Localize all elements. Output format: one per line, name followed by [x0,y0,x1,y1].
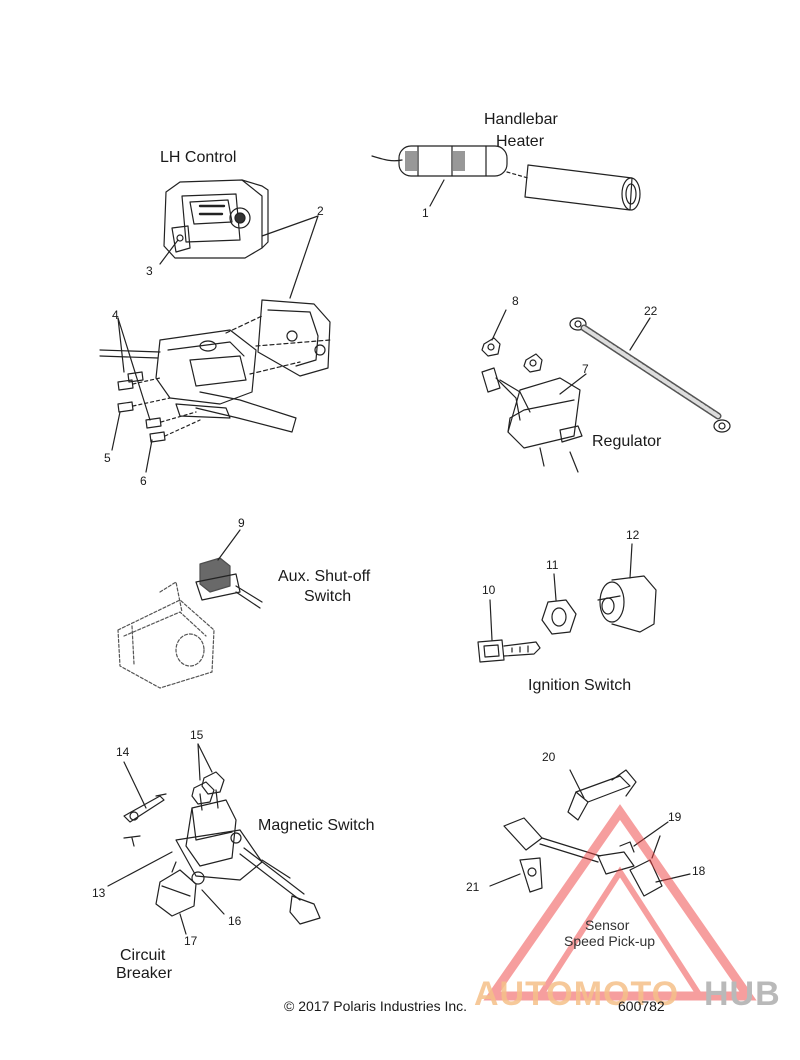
watermark-text-hub: HUB [704,975,781,1013]
lh-control-title: LH Control [160,149,237,166]
callout-11: 11 [546,558,559,572]
aux-shutoff-title-line1: Aux. Shut-off [278,568,371,585]
callout-3: 3 [146,264,153,278]
throttle-assembly [99,299,331,433]
callout-7: 7 [582,362,589,376]
diagram-id: 600782 [618,998,665,1014]
callout-13: 13 [92,886,106,900]
callout-12: 12 [626,528,640,542]
callout-14: 14 [116,745,130,759]
regulator-title: Regulator [592,433,662,450]
ignition-switch-title: Ignition Switch [528,677,632,694]
callout-2: 2 [317,204,324,218]
lh-control-housing [163,179,269,259]
aux-shutoff-title-line2: Switch [304,588,352,605]
regulator-part [481,309,587,473]
sensor-title-line2: Speed Pick-up [564,933,656,949]
callout-6: 6 [140,474,147,488]
ground-strap-part [569,317,731,433]
callout-19: 19 [668,810,682,824]
watermark-text-automoto: AUTOMOTO [474,975,680,1013]
callout-10: 10 [482,583,496,597]
circuit-breaker-title-line2: Breaker [116,965,173,982]
ignition-nut [541,573,577,635]
callout-9: 9 [238,516,245,530]
magnetic-switch-title: Magnetic Switch [258,817,375,834]
sensor-title-line1: Sensor [585,917,630,933]
ignition-cylinder [597,543,657,633]
callout-22: 22 [644,304,658,318]
aux-shutoff-part [117,529,263,689]
callout-15: 15 [190,728,204,742]
callout-18: 18 [692,864,706,878]
copyright-text: © 2017 Polaris Industries Inc. [284,998,468,1014]
callout-17: 17 [184,934,198,948]
handlebar-heater-title-line2: Heater [496,133,545,150]
ignition-key [477,599,541,663]
callout-20: 20 [542,750,556,764]
callout-16: 16 [228,914,242,928]
screws-4-5-6 [117,371,201,443]
callout-5: 5 [104,451,111,465]
callout-4: 4 [112,308,119,322]
callout-1: 1 [422,206,429,220]
speed-sensor-part [489,769,691,897]
callout-8: 8 [512,294,519,308]
handlebar-heater-part [371,145,641,211]
magnetic-switch-part [107,743,321,935]
watermark-triangle-icon [483,804,757,1001]
callout-21: 21 [466,880,480,894]
handlebar-heater-title-line1: Handlebar [484,111,558,128]
circuit-breaker-title-line1: Circuit [120,947,166,964]
